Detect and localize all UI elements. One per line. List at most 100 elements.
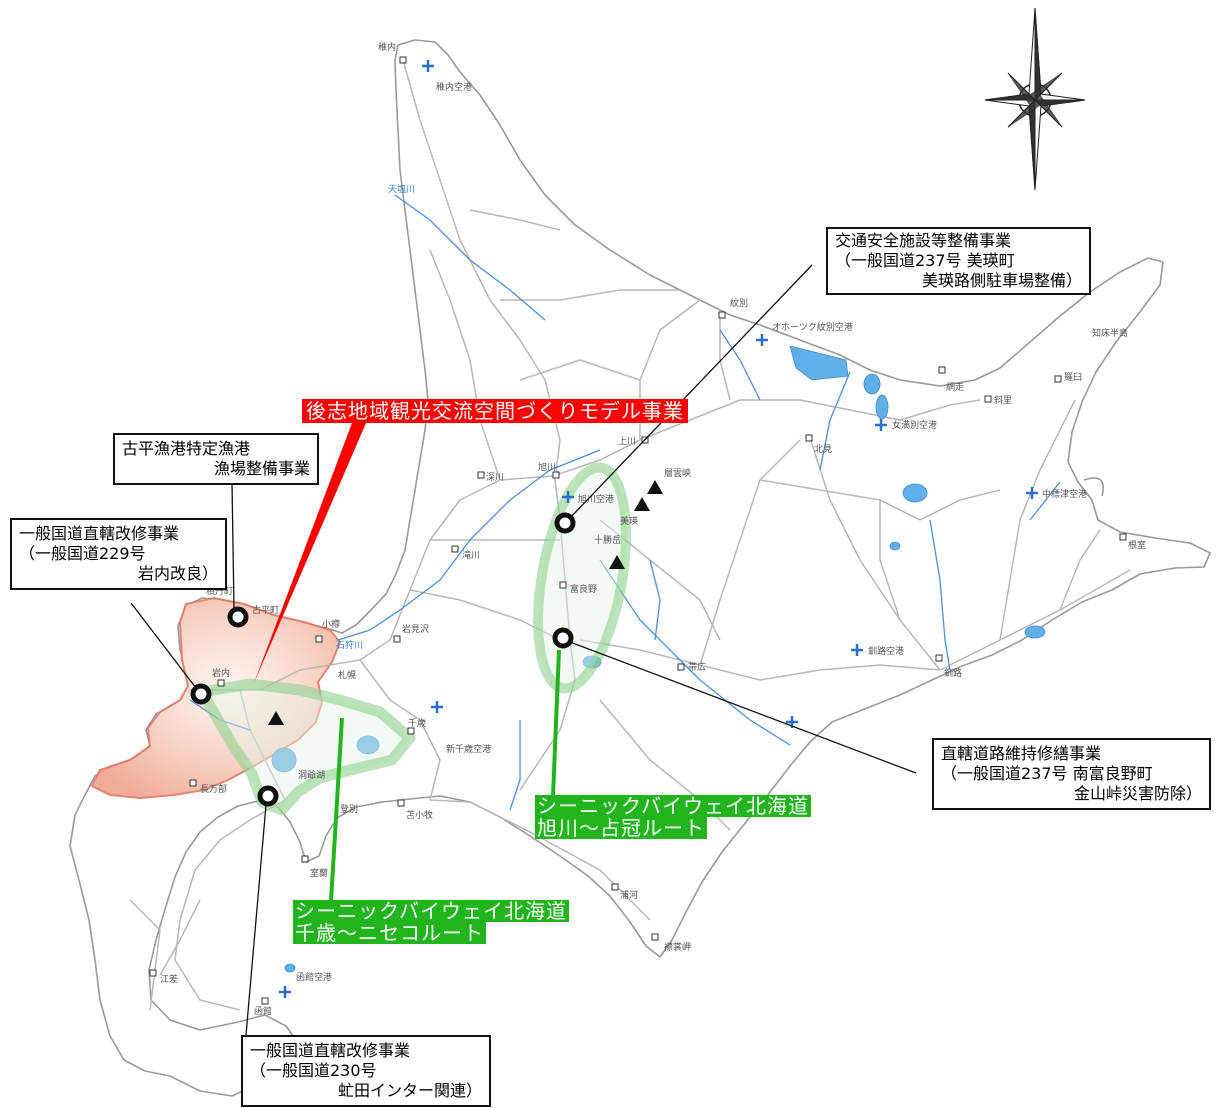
notsuke-peninsula [1083,477,1104,497]
scenic-byway-title: シーニックバイウェイ北海道 [535,794,811,818]
scenic-byway-asahikawa-label: シーニックバイウェイ北海道 旭川～占冠ルート [535,795,811,839]
road [159,899,201,976]
place-label: 稚内空港 [436,81,472,93]
road [129,899,161,1011]
river [509,720,521,811]
city-marker [938,366,946,374]
city-marker [451,545,459,553]
city-marker [149,969,157,977]
lakes [271,345,1046,973]
airport-icon [422,60,434,72]
callout-line: 直轄道路維持修繕事業 [941,744,1102,763]
place-label: 函館空港 [296,971,332,983]
city-marker [677,663,685,671]
road [239,689,286,801]
shiribeshi-area-highlight [90,596,342,800]
callout-line: 虻田インター関連） [337,1081,482,1100]
place-label: 帯広 [688,661,706,673]
road [500,289,680,301]
place-label: 苫小牧 [406,809,433,821]
leader-line-maintenance [569,641,917,774]
leader-line-shiribeshi [254,423,366,683]
airport-icon [1026,487,1038,499]
city-marker [805,434,813,442]
place-label: 女満別空港 [892,419,937,431]
place-label: オホーツク紋別空港 [772,321,853,333]
road [579,639,941,681]
city-marker [261,997,269,1005]
road [402,59,576,791]
road [939,569,1131,671]
city-marker [935,654,943,662]
callout-line: 美瑛路側駐車場整備） [921,271,1082,290]
city-marker [393,635,401,643]
place-label: 襟裳岬 [664,941,691,953]
callout-line: （一般国道230号 [250,1061,377,1080]
leader-line-asahikawa-route [551,649,561,797]
scenic-byway-chitose-label: シーニックバイウェイ北海道 千歳～ニセコルート [293,900,569,944]
airports [279,60,1038,998]
lake [284,963,296,973]
callout-maintenance: 直轄道路維持修繕事業 （一般国道237号 南富良野町 金山峠災害防除） [932,738,1211,810]
mountain-icon [268,711,284,725]
river-label: 天塩川 [388,183,415,195]
city-marker [651,933,659,941]
river [819,371,851,471]
callout-line: （一般国道237号 美瑛町 [835,251,1015,270]
hokkaido-outline [69,39,1211,1097]
callout-route229: 一般国道直轄改修事業 （一般国道229号 岩内改良） [10,518,227,590]
place-label: 層雲峡 [664,467,691,479]
city-marker [301,855,309,863]
place-label: 旭川空港 [578,493,614,505]
place-label: 岩内 [212,667,230,679]
callout-line: 漁場整備事業 [213,459,310,478]
scenic-byway-route: 千歳～ニセコルート [293,921,486,945]
lake [1024,625,1046,639]
place-label: 紋別 [730,297,748,309]
river [599,559,791,746]
place-label: 根室 [1128,539,1146,551]
river [394,194,546,321]
road [519,359,641,381]
shiribeshi-project-label: 後志地域観光交流空間づくりモデル事業 [302,399,688,423]
lake [889,541,901,551]
place-label: 釧路空港 [868,645,904,657]
airport-icon [756,334,768,346]
lake [789,345,849,381]
leader-lines [130,264,917,1036]
place-label: 江差 [160,973,178,985]
callout-line: 岩内改良） [137,564,218,583]
callout-line: 一般国道直轄改修事業 [19,524,180,543]
airport-icon [431,701,443,713]
place-label: 洞爺湖 [298,769,325,781]
city-marker [397,799,405,807]
mountain-icon [634,497,650,511]
mountain-icon [609,555,625,569]
leader-line-route230 [245,804,267,1036]
place-label: 釧路 [944,667,962,679]
place-label: 中標津空港 [1042,488,1087,500]
airport-icon [875,419,887,431]
place-label: 十勝岳 [594,534,621,546]
callout-line: （一般国道229号 [19,544,146,563]
lake [356,735,380,755]
place-label: 羅臼 [1064,371,1082,383]
road [552,399,981,477]
project-site-marker [552,627,574,649]
city-marker [611,883,619,891]
river [337,449,601,641]
callout-line: 一般国道直轄改修事業 [250,1041,411,1060]
road [429,249,501,481]
city-marker [407,727,415,735]
place-label: 長万部 [200,783,227,795]
lake [875,394,889,420]
scenic-byway-title: シーニックバイウェイ北海道 [293,899,569,923]
place-label: 小樽 [322,618,340,630]
place-label: 稚内 [378,41,396,53]
place-label: 千歳 [408,717,426,729]
callout-line: （一般国道237号 南富良野町 [941,764,1153,783]
project-site-marker [190,683,212,705]
road [329,475,554,666]
callout-line: 金山峠災害防除） [1073,784,1202,803]
